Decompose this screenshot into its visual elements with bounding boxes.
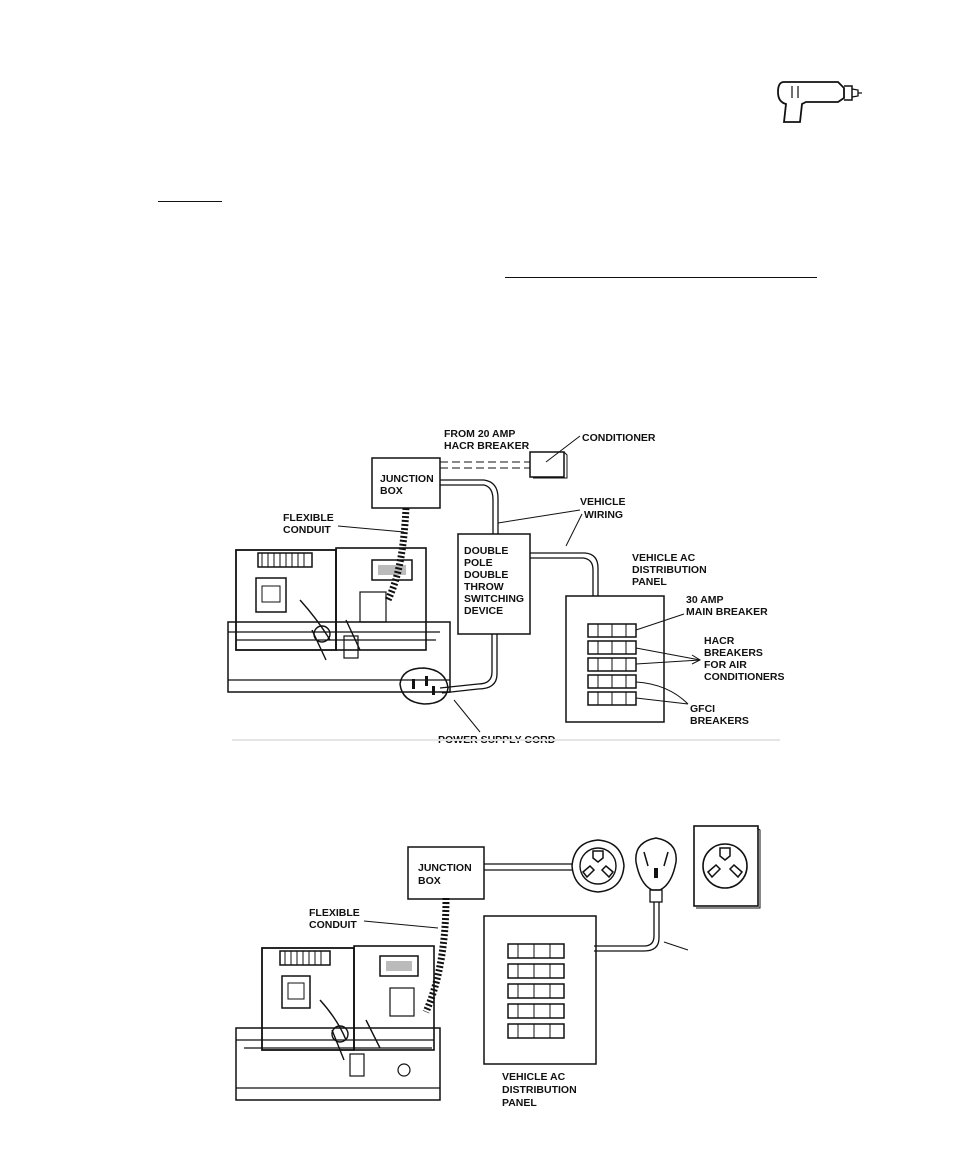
switching-device-label: DOUBLE	[464, 545, 508, 557]
switching-device-label: THROW	[464, 581, 504, 593]
flexible-conduit-label: CONDUIT	[283, 524, 331, 536]
junction-box	[371, 457, 441, 509]
junction-box-label: JUNCTION	[380, 473, 434, 485]
junction-box	[407, 846, 485, 900]
distribution-panel-label: PANEL	[502, 1097, 537, 1109]
distribution-panel	[565, 595, 665, 723]
power-supply-plug	[399, 667, 449, 705]
flexible-conduit-label: CONDUIT	[309, 919, 357, 931]
conditioner-label: CONDITIONER	[582, 432, 656, 444]
switching-device	[457, 533, 531, 635]
distribution-panel-label: DISTRIBUTION	[632, 564, 707, 576]
cord-receptacle	[571, 839, 625, 893]
gfci-breakers-label: GFCI	[690, 703, 715, 715]
air-conditioner-box	[529, 451, 565, 478]
hacr-breakers-label: BREAKERS	[704, 647, 763, 659]
distribution-panel-label: VEHICLE AC	[502, 1071, 566, 1083]
switching-device-label: SWITCHING	[464, 593, 524, 605]
drill-icon	[777, 81, 862, 123]
breaker-rows	[587, 623, 637, 706]
power-supply-plug	[635, 837, 677, 903]
flexible-conduit	[422, 897, 450, 1014]
junction-box-label: BOX	[380, 485, 403, 497]
hacr-breakers-label: HACR	[704, 635, 735, 647]
main-breaker-label: 30 AMP	[686, 594, 724, 606]
switching-device-label: DOUBLE	[464, 569, 508, 581]
hacr-breakers-label: FOR AIR	[704, 659, 747, 671]
flexible-conduit	[384, 507, 410, 602]
main-breaker-label: MAIN BREAKER	[686, 606, 768, 618]
switching-device-label: POLE	[464, 557, 493, 569]
flexible-conduit-label: FLEXIBLE	[283, 512, 334, 524]
distribution-panel-label: PANEL	[632, 576, 667, 588]
hacr-breakers-label: CONDITIONERS	[704, 671, 785, 683]
flexible-conduit-label: FLEXIBLE	[309, 907, 360, 919]
underline-mark	[158, 201, 222, 202]
distribution-panel-label: VEHICLE AC	[632, 552, 696, 564]
vehicle-wiring-label: VEHICLE	[580, 496, 626, 508]
generator-unit	[227, 547, 451, 693]
hacr-breaker-source-label: HACR BREAKER	[444, 440, 530, 452]
switching-device-label: DEVICE	[464, 605, 503, 617]
breaker-rows	[507, 943, 565, 1039]
underline-mark	[505, 277, 817, 278]
junction-box-label: JUNCTION	[418, 862, 472, 874]
junction-box-label: BOX	[418, 875, 441, 887]
distribution-panel-label: DISTRIBUTION	[502, 1084, 577, 1096]
generator-unit	[235, 945, 441, 1101]
gfci-breakers-label: BREAKERS	[690, 715, 749, 727]
hacr-breaker-source-label: FROM 20 AMP	[444, 428, 515, 440]
vehicle-wiring-label: WIRING	[584, 509, 623, 521]
wall-receptacle	[693, 825, 761, 909]
distribution-panel	[483, 915, 597, 1065]
